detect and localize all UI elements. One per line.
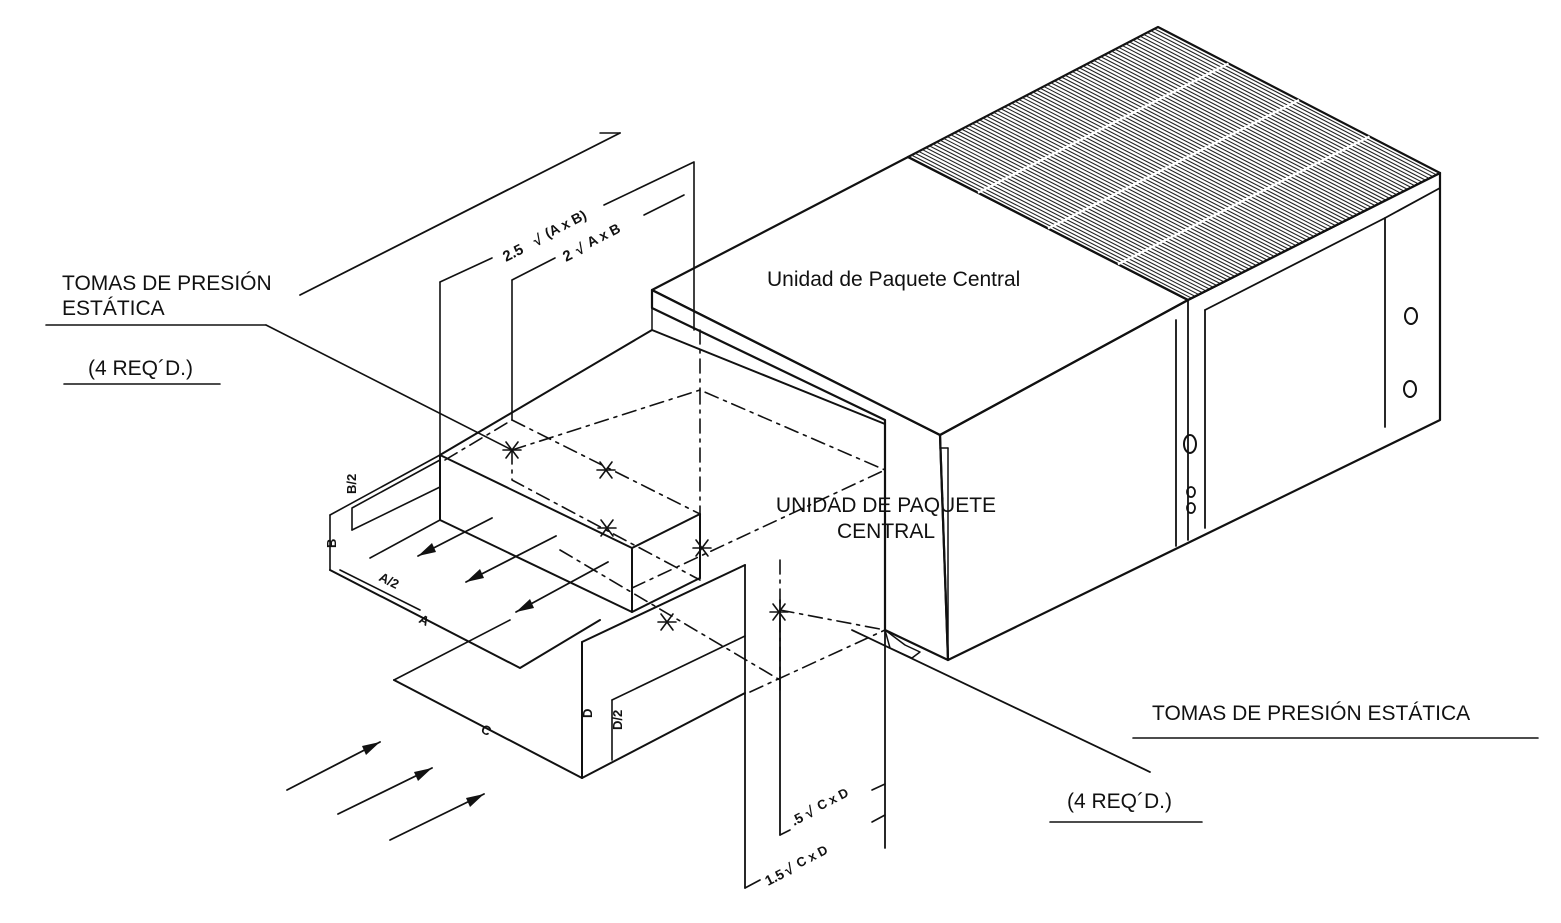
sqrt-sign: √ [530,231,546,250]
bottom-right-req-label: (4 REQ´D.) [1067,790,1172,813]
dim-0-5-expr: C x D [814,785,850,813]
sqrt-sign: √ [573,240,589,259]
dim-d-half: D/2 [610,710,625,730]
pressure-tap-icon [657,613,677,631]
callouts: TOMAS DE PRESIÓN ESTÁTICA (4 REQ´D.) Uni… [62,268,1470,813]
top-left-tap-label-line1: TOMAS DE PRESIÓN [62,272,272,295]
grille-divider [977,62,1230,194]
access-hole-icon [1183,434,1197,454]
bottom-right-tap-label: TOMAS DE PRESIÓN ESTÁTICA [1152,702,1470,725]
unit-title-label: Unidad de Paquete Central [767,268,1020,291]
dim-2-5-expr: (A x B) [542,207,589,242]
airflow-arrow-icon [337,767,433,815]
dim-b: B [324,539,339,548]
duct-outline [329,329,1151,889]
pressure-tap-marks [502,441,789,631]
airflow-arrow-icon [465,535,557,583]
dim-0-5-factor: .5 [788,809,806,829]
airflow-arrows [286,517,609,841]
pressure-tap-icon [769,603,789,621]
grille-divider [1047,99,1300,230]
access-hole-icon [1186,502,1196,514]
dimension-lines [45,132,1539,889]
top-grille [911,28,1437,299]
dim-2-expr: A x B [584,220,623,250]
unit-center-label-line1: UNIDAD DE PAQUETE [776,494,996,517]
sqrt-sign: √ [802,803,818,822]
unit-center-label-line2: CENTRAL [837,520,935,543]
pressure-tap-icon [692,539,712,557]
airflow-arrow-icon [515,561,609,613]
dim-2-factor: 2 [560,247,575,266]
dimension-labels: 2.5 √ (A x B) 2 √ A x B B/2 B A/2 A C D … [324,207,851,889]
pressure-tap-icon [596,461,616,479]
access-hole-icon [1186,486,1196,498]
dim-b-half: B/2 [344,474,359,494]
top-left-tap-label-line2: ESTÁTICA [62,297,165,320]
package-unit [650,25,1442,662]
dim-a: A [417,611,433,629]
airflow-arrow-icon [389,793,485,841]
airflow-arrow-icon [417,517,493,557]
pressure-tap-icon [597,519,617,537]
access-hole-icon [1404,307,1418,325]
dim-a-half: A/2 [377,569,402,592]
access-hole-icon [1403,380,1417,398]
top-left-req-label: (4 REQ´D.) [88,357,193,380]
dim-1-5-factor: 1.5 [762,865,787,888]
dim-d: D [580,709,595,718]
airflow-arrow-icon [286,741,381,791]
dim-2-5-factor: 2.5 [500,241,526,266]
grille-divider [1117,135,1370,266]
dim-1-5-expr: C x D [794,842,830,870]
